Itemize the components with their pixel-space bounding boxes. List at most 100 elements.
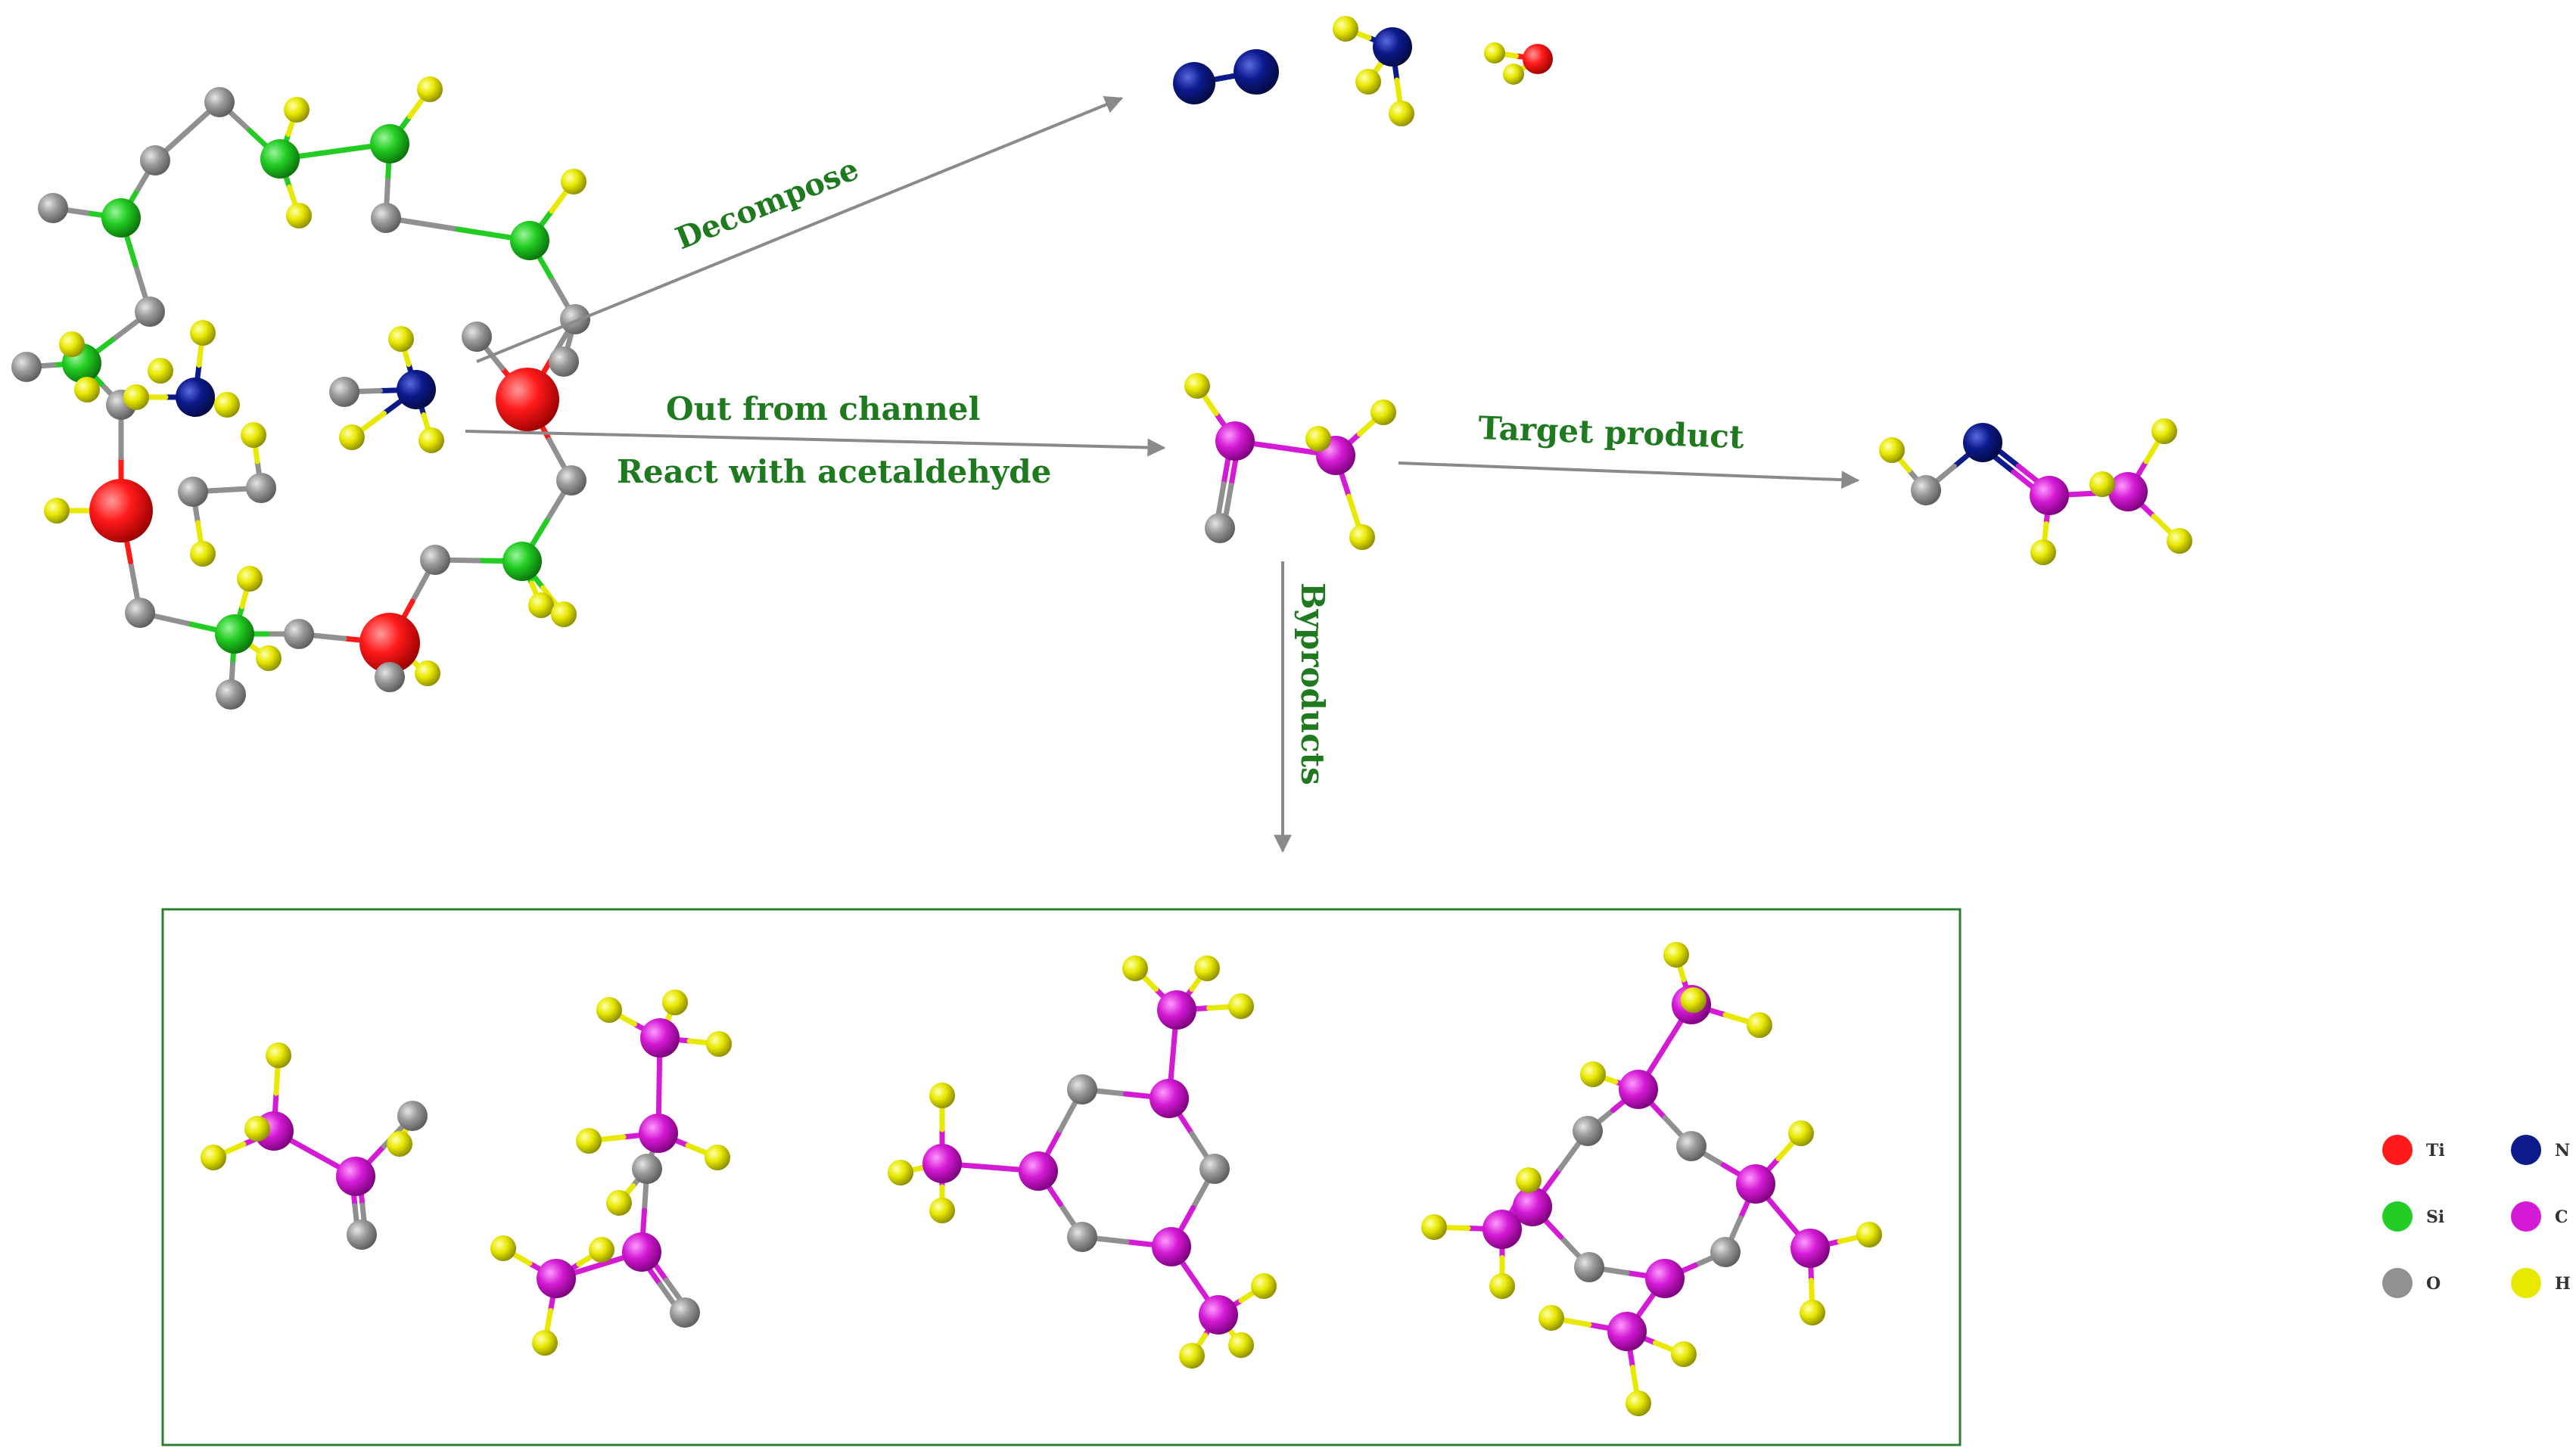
byproduct-molecule-1: [201, 1042, 428, 1250]
atom-h: [237, 566, 263, 592]
byproduct-molecule-3: [888, 955, 1277, 1369]
atom-c: [1790, 1229, 1830, 1268]
atom-o: [556, 465, 586, 496]
atom-h: [1389, 101, 1414, 126]
atom-h: [490, 1235, 516, 1261]
atom-h: [190, 320, 216, 346]
atom-h: [44, 498, 70, 524]
atom-o: [420, 545, 450, 575]
decompose-arrow: [476, 96, 1124, 363]
atom-h: [706, 1031, 732, 1057]
legend-swatch-c: [2511, 1201, 2541, 1232]
atom-h: [123, 384, 149, 410]
atom-c: [1199, 1295, 1238, 1334]
atom-h: [1516, 1167, 1542, 1193]
atom-h: [1663, 942, 1689, 968]
atom-h: [241, 422, 266, 448]
atom-o: [397, 1101, 428, 1131]
atom-h: [266, 1042, 291, 1068]
atom-h: [662, 990, 688, 1015]
n2-molecule: [1173, 49, 1279, 104]
atom-o: [216, 679, 246, 710]
atom-c: [2030, 476, 2069, 515]
atom-h: [551, 601, 577, 627]
ammonia-molecule: [1333, 16, 1414, 126]
byproducts-label: Byproducts: [1294, 583, 1331, 785]
atom-ti: [359, 613, 420, 673]
atom-c: [1152, 1227, 1191, 1266]
atom-o: [135, 297, 165, 327]
atom-ti: [1523, 44, 1553, 74]
legend-label-ti: Ti: [2426, 1141, 2445, 1160]
atom-h: [1194, 955, 1220, 981]
atom-c: [1019, 1151, 1058, 1191]
atom-h: [59, 331, 85, 357]
atom-o: [632, 1154, 662, 1184]
atom-o: [549, 346, 579, 377]
atom-c: [639, 1114, 678, 1153]
atom-h: [929, 1083, 955, 1108]
atom-o: [1067, 1074, 1097, 1105]
atom-h: [1484, 42, 1505, 64]
atom-o: [1573, 1116, 1603, 1146]
atom-c: [1619, 1070, 1658, 1109]
atom-c: [1736, 1164, 1775, 1204]
react-with-acetaldehyde-label: React with acetaldehyde: [617, 453, 1051, 490]
atom-c: [1482, 1210, 1522, 1249]
atom-n: [1963, 423, 2002, 462]
atom-h: [1800, 1300, 1825, 1325]
atom-o: [375, 662, 405, 692]
atom-h: [284, 97, 310, 123]
atom-si: [502, 542, 542, 581]
atom-si: [370, 124, 409, 163]
legend-label-h: H: [2555, 1274, 2571, 1294]
byproduct-molecule-2: [490, 990, 732, 1356]
atom-h: [1671, 1341, 1697, 1367]
legend-label-n: N: [2555, 1141, 2570, 1160]
target-product-label: Target product: [1478, 409, 1745, 455]
atom-h: [606, 1190, 632, 1216]
atom-o: [38, 193, 68, 223]
atom-o: [246, 473, 276, 503]
atom-o: [1199, 1154, 1230, 1184]
atom-h: [214, 392, 240, 418]
atom-h: [1184, 373, 1210, 399]
atom-h: [1355, 69, 1381, 95]
target-product-arrow: [1398, 461, 1860, 489]
atom-o: [347, 1220, 377, 1250]
atom-h: [388, 326, 414, 352]
atom-h: [1349, 524, 1375, 550]
atom-h: [190, 541, 216, 567]
atom-c: [922, 1144, 962, 1183]
atom-h: [339, 424, 365, 450]
atom-h: [1626, 1390, 1651, 1416]
atom-h: [415, 660, 440, 686]
atom-o: [371, 203, 401, 233]
legend-swatch-o: [2382, 1268, 2413, 1298]
legend-label-o: O: [2426, 1274, 2441, 1294]
byproducts-box: [161, 908, 1962, 1446]
atom-h: [1681, 987, 1706, 1013]
atom-h: [596, 997, 622, 1023]
atom-h: [1489, 1273, 1515, 1299]
atom-h: [929, 1198, 955, 1223]
legend-label-c: C: [2555, 1207, 2568, 1227]
out-from-channel-label: Out from channel: [666, 390, 981, 427]
atom-o: [462, 322, 492, 352]
atom-c: [537, 1259, 576, 1298]
atom-c: [336, 1157, 375, 1196]
atom-h: [561, 169, 586, 194]
atom-h: [1788, 1120, 1814, 1146]
atom-o: [329, 377, 359, 407]
atom-h: [528, 592, 554, 618]
atom-h: [387, 1131, 412, 1157]
atom-h: [1421, 1214, 1447, 1240]
atom-c: [1215, 421, 1255, 461]
atom-ti: [89, 479, 153, 542]
atom-h: [74, 377, 100, 402]
out-from-channel-arrow: [465, 430, 1166, 457]
atom-h: [1747, 1012, 1772, 1038]
atom-o: [140, 145, 170, 176]
atom-h: [1879, 437, 1905, 463]
acetaldehyde-molecule: [1184, 373, 1396, 550]
